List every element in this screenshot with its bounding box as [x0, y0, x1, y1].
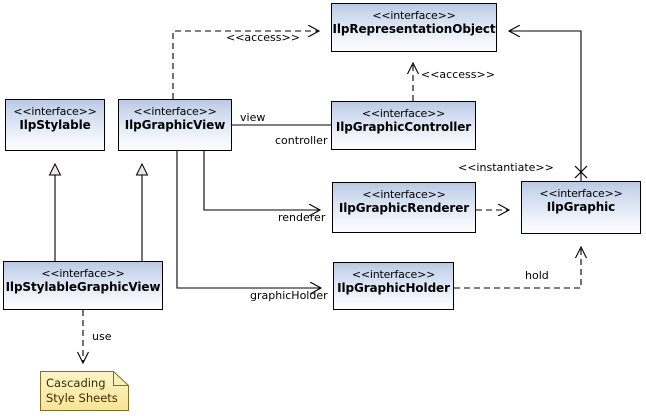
class-stereotype: <<interface>>: [372, 9, 456, 22]
class-stereotype: <<interface>>: [539, 187, 623, 200]
class-name: IlpGraphicView: [124, 118, 226, 132]
class-name: IlpGraphicRenderer: [338, 201, 470, 215]
class-ilpgraphicrenderer[interactable]: <<interface>> IlpGraphicRenderer: [332, 182, 476, 233]
edge-label-access-top: <<access>>: [226, 31, 300, 44]
class-ilpstylablegraphicview[interactable]: <<interface>> IlpStylableGraphicView: [3, 261, 163, 310]
class-name: IlpGraphicController: [335, 120, 472, 134]
edge-graphicholder-to-graphic-hold: [454, 247, 581, 289]
class-stereotype: <<interface>>: [362, 188, 446, 201]
class-ilpgraphic[interactable]: <<interface>> IlpGraphic: [521, 181, 641, 234]
edge-label-instantiate: <<instantiate>>: [458, 161, 554, 174]
class-name: IlpRepresentationObject: [332, 22, 496, 36]
css-note[interactable]: Cascading Style Sheets: [40, 371, 129, 411]
edge-label-renderer: renderer: [278, 211, 326, 224]
class-name: IlpStylable: [19, 118, 91, 132]
class-ilpstylable[interactable]: <<interface>> IlpStylable: [5, 99, 105, 151]
class-stereotype: <<interface>>: [13, 105, 97, 118]
edge-graphic-to-representationobject-instantiate: [509, 31, 588, 181]
note-shape: [40, 371, 129, 411]
class-name: IlpGraphic: [546, 200, 616, 214]
class-ilpgraphicholder[interactable]: <<interface>> IlpGraphicHolder: [333, 262, 454, 310]
class-stereotype: <<interface>>: [351, 268, 436, 281]
edge-label-controller: controller: [275, 134, 328, 147]
class-ilpgraphicview[interactable]: <<interface>> IlpGraphicView: [118, 99, 232, 151]
edge-label-access-controller: <<access>>: [421, 68, 495, 81]
edge-label-hold: hold: [525, 269, 549, 282]
class-stereotype: <<interface>>: [133, 105, 217, 118]
edge-label-use: use: [92, 330, 112, 343]
class-ilprepresentationobject[interactable]: <<interface>> IlpRepresentationObject: [331, 3, 497, 52]
class-name: IlpGraphicHolder: [337, 281, 450, 295]
class-ilpgraphiccontroller[interactable]: <<interface>> IlpGraphicController: [331, 101, 476, 150]
class-stereotype: <<interface>>: [41, 267, 125, 280]
edge-label-view: view: [240, 111, 266, 124]
instantiate-cross-marker: [574, 165, 588, 179]
note-line-2: Style Sheets: [46, 391, 118, 405]
edge-label-graphicholder: graphicHolder: [250, 289, 328, 302]
class-name: IlpStylableGraphicView: [5, 280, 161, 294]
note-line-1: Cascading: [46, 376, 106, 390]
edge-graphicview-to-graphicrenderer: [203, 150, 320, 210]
class-stereotype: <<interface>>: [361, 107, 446, 120]
